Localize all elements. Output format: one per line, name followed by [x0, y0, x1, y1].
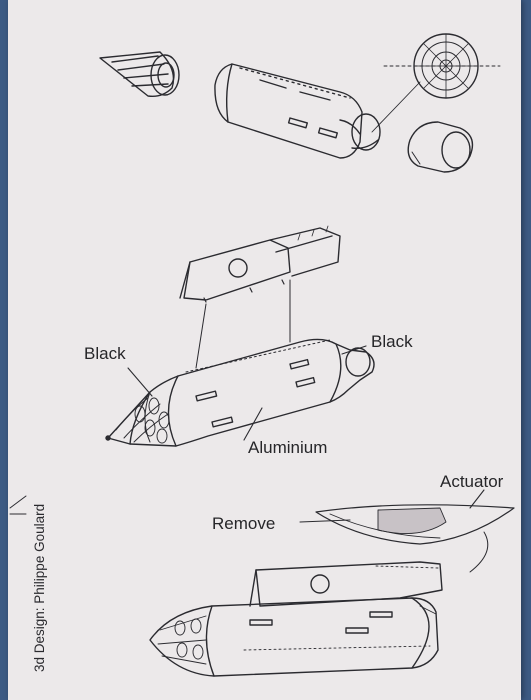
edge-mark: [9, 495, 27, 515]
label-remove: Remove: [212, 514, 276, 533]
canopy-strip-part: [315, 504, 515, 573]
pointer-black-exhaust: [341, 345, 367, 355]
nose-cone-part: [99, 51, 180, 98]
pointer-black-nose: [127, 367, 153, 397]
side-view-assembly: [149, 561, 443, 677]
paper-sheet: [8, 0, 521, 700]
pointer-aluminium: [243, 407, 263, 441]
label-aluminium: Aluminium: [248, 438, 328, 457]
engine-face-part: [371, 33, 501, 133]
assembly-guide-line-left: [195, 303, 207, 369]
exhaust-ring-part: [407, 121, 474, 173]
canopy-section-part: [179, 225, 341, 303]
pointer-actuator: [469, 489, 485, 509]
design-credit: 3d Design: Philippe Goulard: [32, 503, 47, 672]
label-black-nose: Black: [84, 344, 126, 363]
fuselage-body-part: [214, 63, 381, 159]
assembled-fuselage: [105, 338, 375, 447]
label-black-exhaust: Black: [371, 332, 413, 351]
label-actuator: Actuator: [440, 472, 504, 491]
pointer-remove: [299, 519, 351, 523]
